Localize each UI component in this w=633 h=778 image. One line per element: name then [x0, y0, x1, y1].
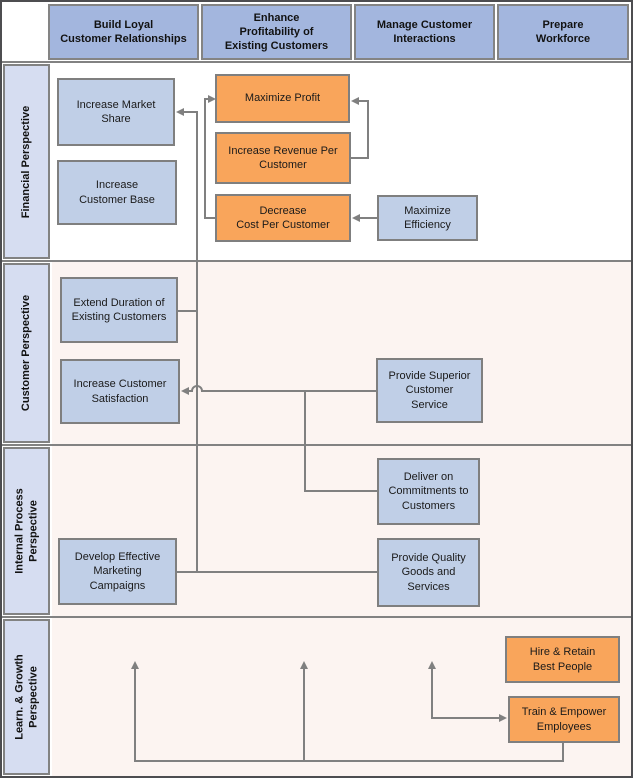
node-maximize-profit[interactable]: Maximize Profit — [215, 74, 350, 123]
column-header-enhance-profitability: Enhance Profitability of Existing Custom… — [201, 4, 352, 60]
node-increase-revenue-per-customer[interactable]: Increase Revenue Per Customer — [215, 132, 351, 184]
connector-to-increase-customer-satisfaction — [181, 385, 377, 492]
connector-revenue-to-maximize-profit — [351, 97, 369, 159]
column-header-build-loyal-customer-relationships: Build Loyal Customer Relationships — [48, 4, 199, 60]
connector-decrease-cost-to-maximize-profit — [204, 95, 216, 219]
node-develop-effective-marketing-campaigns[interactable]: Develop Effective Marketing Campaigns — [58, 538, 177, 605]
node-train-empower-employees[interactable]: Train & Empower Employees — [508, 696, 620, 743]
node-increase-market-share[interactable]: Increase Market Share — [57, 78, 175, 146]
arrowhead-into-maximize-profit-right — [351, 97, 359, 105]
node-decrease-cost-per-customer[interactable]: Decrease Cost Per Customer — [215, 194, 351, 242]
node-increase-customer-satisfaction[interactable]: Increase Customer Satisfaction — [60, 359, 180, 424]
row-label-learn-growth: Learn. & Growth Perspective — [3, 619, 50, 775]
node-deliver-on-commitments-to-customers[interactable]: Deliver on Commitments to Customers — [377, 458, 480, 525]
connector-efficiency-to-decrease-cost — [352, 214, 377, 222]
arrowhead-up-right — [428, 661, 436, 669]
arrowhead-into-maximize-profit-left — [208, 95, 216, 103]
arrowhead-up-left — [131, 661, 139, 669]
arrowhead-into-decrease-cost — [352, 214, 360, 222]
connector-to-increase-market-share — [176, 108, 198, 572]
column-header-prepare-workforce: Prepare Workforce — [497, 4, 629, 60]
connector-train-empower-upward-arrows — [131, 661, 564, 762]
connector-branch-deliver-on-commitments — [304, 391, 377, 492]
node-extend-duration-of-existing-customers[interactable]: Extend Duration of Existing Customers — [60, 277, 178, 343]
row-label-customer: Customer Perspective — [3, 263, 50, 443]
column-header-manage-customer-interactions: Manage Customer Interactions — [354, 4, 495, 60]
arrowhead-into-increase-customer-satisfaction — [181, 387, 189, 395]
row-label-financial: Financial Perspective — [3, 64, 50, 259]
node-provide-quality-goods-and-services[interactable]: Provide Quality Goods and Services — [377, 538, 480, 607]
arrowhead-into-increase-market-share — [176, 108, 184, 116]
node-provide-superior-customer-service[interactable]: Provide Superior Customer Service — [376, 358, 483, 423]
node-increase-customer-base[interactable]: Increase Customer Base — [57, 160, 177, 225]
node-hire-retain-best-people[interactable]: Hire & Retain Best People — [505, 636, 620, 683]
arrowhead-up-middle — [300, 661, 308, 669]
arrowhead-into-train-empower — [499, 714, 507, 722]
row-label-internal: Internal Process Perspective — [3, 447, 50, 615]
node-maximize-efficiency[interactable]: Maximize Efficiency — [377, 195, 478, 241]
